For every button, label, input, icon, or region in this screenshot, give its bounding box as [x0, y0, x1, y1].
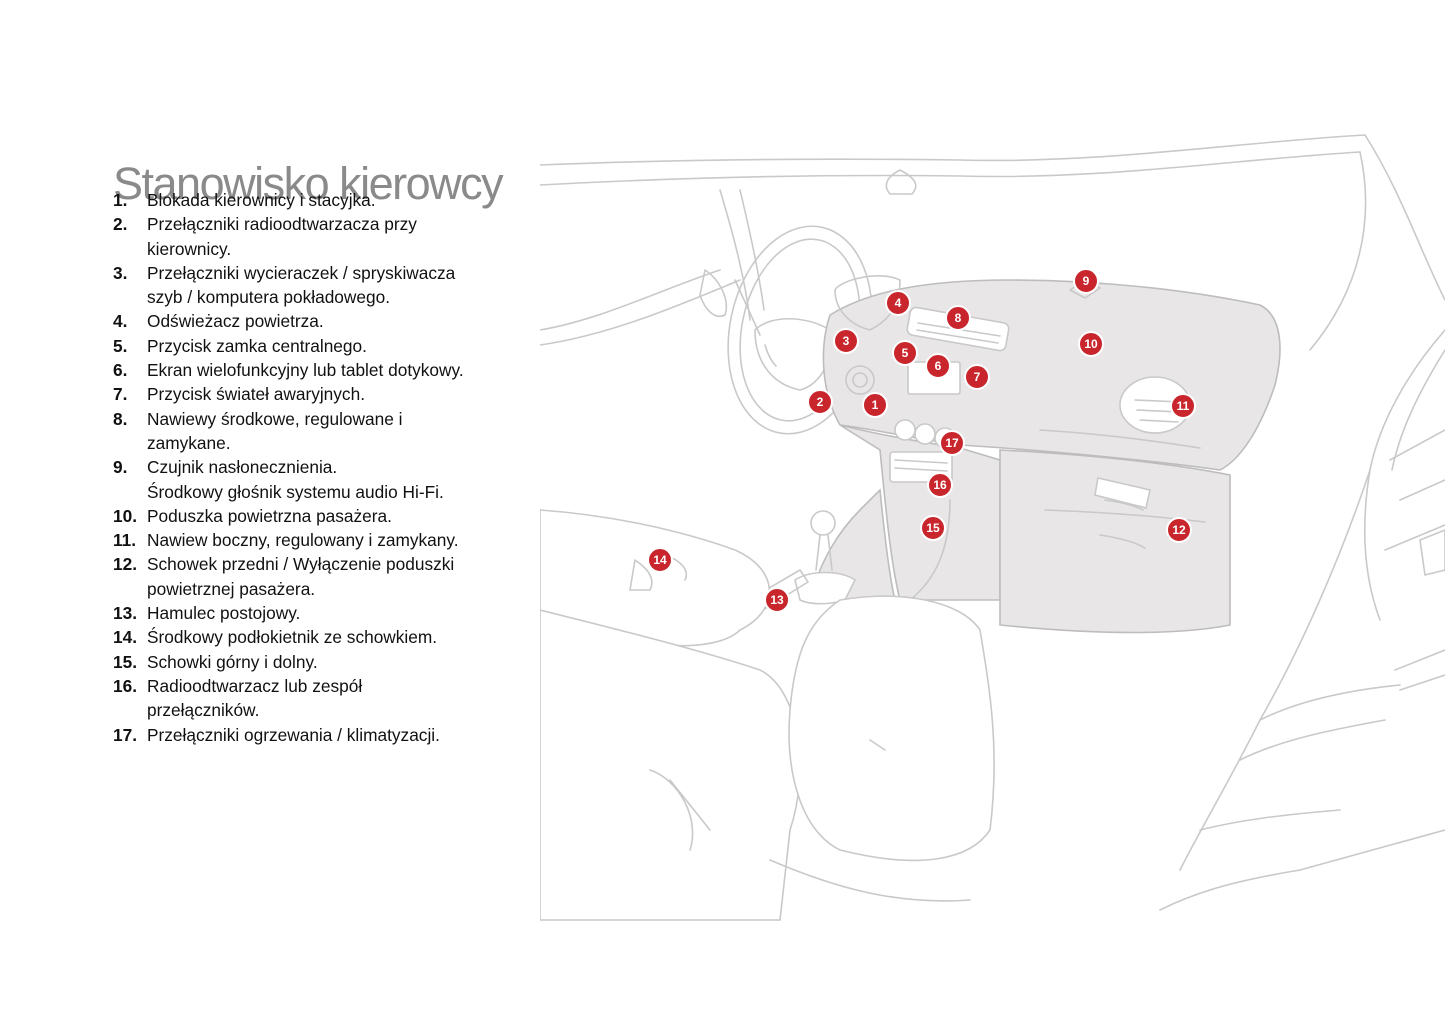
- callout-label: 4: [895, 296, 902, 310]
- legend-item-text: Schowki górny i dolny.: [147, 651, 318, 672]
- callout-label: 5: [902, 346, 909, 360]
- legend-item-number: 11.: [113, 530, 137, 551]
- legend-item-number: 5.: [113, 335, 128, 356]
- legend-item-number: 16.: [113, 675, 138, 696]
- legend-item: 1. Blokada kierownicy i stacyjka.: [113, 188, 513, 212]
- legend-item-number: 17.: [113, 724, 138, 745]
- legend-item-text: Radioodtwarzacz lub zespół przełączników…: [147, 675, 363, 721]
- legend-item: 9. Czujnik nasłonecznienia. Środkowy głoś…: [113, 455, 513, 504]
- cockpit-drawing: 1 2 3 4 5 6 7 8 9 10 11 12 13 14 15 16 1…: [540, 134, 1445, 921]
- callout-16: 16: [927, 472, 953, 498]
- callout-2: 2: [807, 389, 833, 415]
- callout-7: 7: [964, 364, 990, 390]
- legend-item-number: 7.: [113, 384, 128, 405]
- legend-item-text: Przycisk zamka centralnego.: [147, 335, 367, 356]
- legend-item-number: 2.: [113, 214, 128, 235]
- legend-item: 8. Nawiewy środkowe, regulowane i zamykan…: [113, 407, 513, 456]
- callout-13: 13: [764, 587, 790, 613]
- legend-item-text: Przełączniki wycieraczek / spryskiwacza …: [147, 262, 456, 308]
- legend-item: 17. Przełączniki ogrzewania / klimatyzacj…: [113, 723, 513, 747]
- legend-item-number: 8.: [113, 408, 128, 429]
- callout-label: 2: [817, 395, 824, 409]
- legend-item: 14. Środkowy podłokietnik ze schowkiem.: [113, 625, 513, 649]
- legend-item-number: 9.: [113, 457, 128, 478]
- callout-15: 15: [920, 515, 946, 541]
- legend-item-number: 10.: [113, 505, 138, 526]
- legend-item-text: Poduszka powietrzna pasażera.: [147, 505, 392, 526]
- callout-11: 11: [1170, 393, 1196, 419]
- callout-label: 17: [945, 436, 959, 450]
- legend-item-text: Czujnik nasłonecznienia. Środkowy głośni…: [147, 457, 444, 502]
- legend-item-text: Nawiewy środkowe, regulowane i zamykane.: [147, 408, 403, 453]
- legend-item: 5. Przycisk zamka centralnego.: [113, 334, 513, 358]
- gear-lever: [739, 510, 857, 619]
- legend-item-text: Przełączniki ogrzewania / klimatyzacji.: [147, 724, 440, 745]
- callout-14: 14: [647, 547, 673, 573]
- legend-item-number: 4.: [113, 311, 128, 332]
- legend-item-text: Blokada kierownicy i stacyjka.: [147, 190, 376, 210]
- legend-item-text: Ekran wielofunkcyjny lub tablet dotykowy…: [147, 360, 464, 381]
- legend-item-text: Przełączniki radioodtwarzacza przy kiero…: [147, 214, 417, 259]
- legend-item-number: 3.: [113, 262, 128, 283]
- callout-label: 10: [1084, 337, 1098, 351]
- callout-10: 10: [1078, 331, 1104, 357]
- legend-item-text: Nawiew boczny, regulowany i zamykany.: [147, 530, 459, 551]
- callout-3: 3: [833, 328, 859, 354]
- legend-item: 16. Radioodtwarzacz lub zespół przełączni…: [113, 674, 513, 723]
- callout-label: 15: [926, 521, 940, 535]
- page-title: Stanowisko kierowcy: [113, 158, 504, 210]
- callout-17: 17: [939, 430, 965, 456]
- legend-item-number: 12.: [113, 554, 138, 575]
- callout-label: 6: [935, 359, 942, 373]
- callout-label: 14: [653, 553, 667, 567]
- legend-item-number: 13.: [113, 603, 138, 624]
- legend-item: 3. Przełączniki wycieraczek / spryskiwacz…: [113, 261, 513, 310]
- legend-item-text: Przycisk świateł awaryjnych.: [147, 384, 365, 405]
- callout-6: 6: [925, 353, 951, 379]
- legend-item: 2. Przełączniki radioodtwarzacza przy kie…: [113, 212, 513, 261]
- cockpit-illustration: 1 2 3 4 5 6 7 8 9 10 11 12 13 14 15 16 1…: [540, 130, 1445, 950]
- callout-label: 7: [974, 370, 981, 384]
- callout-4: 4: [885, 290, 911, 316]
- legend-item-text: Odświeżacz powietrza.: [147, 311, 324, 332]
- callout-label: 11: [1177, 399, 1190, 413]
- legend-item: 10. Poduszka powietrzna pasażera.: [113, 504, 513, 528]
- callout-9: 9: [1073, 268, 1099, 294]
- legend-item-number: 1.: [113, 190, 128, 210]
- callout-label: 3: [843, 334, 850, 348]
- legend-item-number: 6.: [113, 360, 128, 381]
- callout-label: 9: [1083, 274, 1090, 288]
- callout-label: 8: [955, 311, 962, 325]
- legend-item: 12. Schowek przedni / Wyłączenie poduszki…: [113, 552, 513, 601]
- callout-5: 5: [892, 340, 918, 366]
- legend-item-text: Środkowy podłokietnik ze schowkiem.: [147, 627, 438, 648]
- legend-item: 7. Przycisk świateł awaryjnych.: [113, 382, 513, 406]
- callout-12: 12: [1166, 517, 1192, 543]
- dashboard: [809, 275, 1281, 634]
- legend-item-text: Schowek przedni / Wyłączenie poduszki po…: [147, 554, 455, 599]
- legend-list: 1. Blokada kierownicy i stacyjka. 2. Przeł…: [113, 188, 513, 747]
- seats: [540, 509, 995, 921]
- legend-item-number: 15.: [113, 651, 138, 672]
- legend-item-text: Hamulec postojowy.: [147, 603, 301, 624]
- legend-item: 6. Ekran wielofunkcyjny lub tablet dotyko…: [113, 358, 513, 382]
- callout-label: 1: [872, 398, 879, 412]
- callout-8: 8: [945, 305, 971, 331]
- legend-item: 15. Schowki górny i dolny.: [113, 650, 513, 674]
- callout-label: 13: [770, 593, 784, 607]
- callout-1: 1: [862, 392, 888, 418]
- callout-label: 16: [933, 478, 947, 492]
- legend-item: 11. Nawiew boczny, regulowany i zamykany.: [113, 528, 513, 552]
- legend-item-number: 14.: [113, 627, 138, 648]
- callout-label: 12: [1172, 523, 1186, 537]
- legend-item: 13. Hamulec postojowy.: [113, 601, 513, 625]
- legend-item: 4. Odświeżacz powietrza.: [113, 309, 513, 333]
